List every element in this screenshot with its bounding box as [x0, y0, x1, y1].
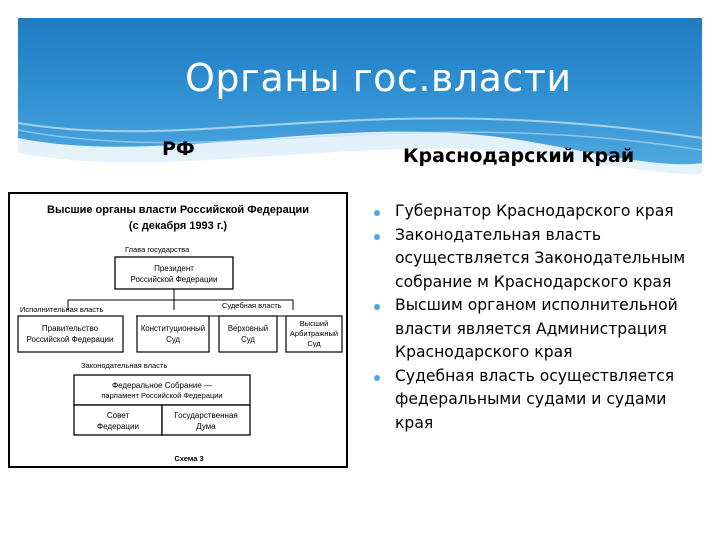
- federal-assembly-box: [74, 375, 250, 405]
- government-line1: Правительство: [42, 324, 99, 333]
- bullet-item: Судебная власть осуществляется федеральн…: [374, 365, 704, 436]
- bullet-dot-icon: [374, 234, 380, 240]
- government-line2: Российской Федерации: [27, 335, 114, 344]
- bullet-text: Судебная власть осуществляется федеральн…: [395, 367, 674, 432]
- krasnodar-bullet-list: Губернатор Краснодарского края Законодат…: [374, 200, 704, 435]
- slide-title: Органы гос.власти: [185, 56, 572, 100]
- scheme-title-line2: (с декабря 1993 г.): [129, 220, 227, 232]
- bullet-text: Высшим органом исполнительной власти явл…: [395, 296, 678, 361]
- bullet-dot-icon: [374, 304, 380, 310]
- head-of-state-label: Глава государства: [125, 245, 190, 254]
- executive-power-label: Исполнительная власть: [20, 305, 103, 314]
- supreme-court-line1: Верховный: [228, 324, 268, 333]
- const-court-line1: Конституционный: [141, 324, 205, 333]
- arb-court-line2: Арбитражный: [290, 329, 338, 338]
- president-box: [115, 257, 233, 289]
- government-box: [18, 316, 123, 352]
- scheme-caption: Схема 3: [174, 454, 203, 463]
- council-line1: Совет: [107, 411, 130, 420]
- const-court-line2: Суд: [166, 335, 180, 344]
- president-line2: Российской Федерации: [131, 275, 218, 284]
- president-line1: Президент: [154, 264, 194, 273]
- judicial-power-label: Судебная власть: [222, 301, 282, 310]
- bullet-text: Губернатор Краснодарского края: [395, 202, 674, 220]
- bullet-dot-icon: [374, 210, 380, 216]
- scheme-title-line1: Высшие органы власти Российской Федераци…: [47, 204, 309, 216]
- bullet-text: Законодательная власть осуществляется За…: [395, 226, 685, 291]
- assembly-line1: Федеральное Собрание —: [112, 381, 212, 390]
- supreme-court-box: [219, 316, 277, 352]
- council-line2: Федерации: [97, 422, 139, 431]
- bullet-item: Законодательная власть осуществляется За…: [374, 224, 704, 295]
- arb-court-line3: Суд: [307, 339, 321, 348]
- bullet-item: Губернатор Краснодарского края: [374, 200, 704, 224]
- column-heading-krasnodar: Краснодарский край: [403, 145, 634, 167]
- assembly-line2: парламент Российской Федерации: [101, 391, 222, 400]
- supreme-court-line2: Суд: [241, 335, 255, 344]
- arb-court-line1: Высший: [300, 319, 329, 328]
- legislative-power-label: Законодательная власть: [81, 361, 167, 370]
- column-heading-rf: РФ: [162, 138, 195, 160]
- bullet-item: Высшим органом исполнительной власти явл…: [374, 294, 704, 365]
- duma-line2: Дума: [196, 422, 216, 431]
- duma-line1: Государственная: [174, 411, 237, 420]
- federal-power-scheme: Высшие органы власти Российской Федераци…: [8, 192, 348, 468]
- bullet-dot-icon: [374, 375, 380, 381]
- constitutional-court-box: [137, 316, 209, 352]
